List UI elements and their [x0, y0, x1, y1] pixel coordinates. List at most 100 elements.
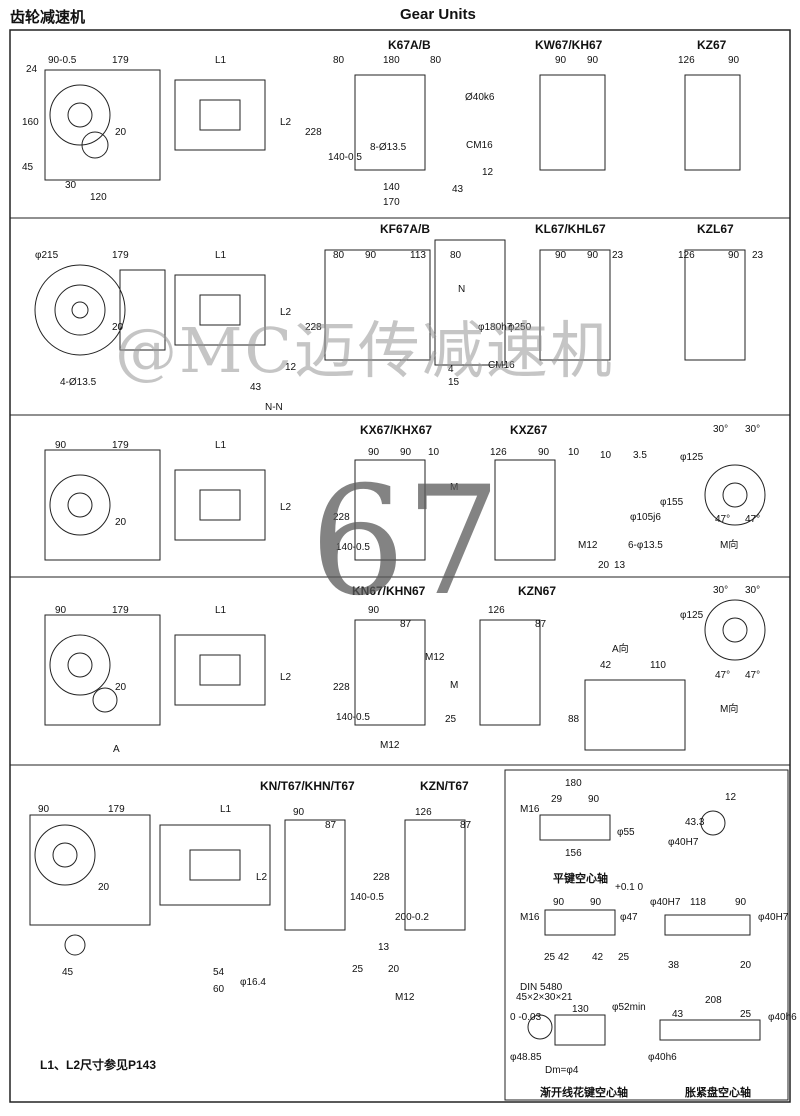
dim-label: 42	[592, 952, 604, 963]
page-title-en: Gear Units	[400, 6, 476, 23]
model-title: KN/T67/KHN/T67	[260, 779, 355, 793]
watermark: @MC迈传减速机	[115, 314, 614, 387]
dim-label: 47°	[715, 670, 730, 681]
dim-label: 23	[612, 250, 624, 261]
dim-label: CM16	[488, 360, 515, 371]
dim-label: M12	[425, 652, 445, 663]
dim-label: +0.1 0	[615, 882, 644, 893]
dim-label: 90	[55, 605, 67, 616]
dim-label: M16	[520, 804, 540, 815]
dim-label: 42	[600, 660, 612, 671]
dim-label: L1	[220, 804, 232, 815]
dim-label: 90	[400, 447, 412, 458]
dim-label: 90	[365, 250, 377, 261]
dim-label: 170	[383, 197, 400, 208]
dim-label: 30°	[745, 424, 760, 435]
dim-label: L2	[280, 502, 292, 513]
dim-label: 90	[590, 897, 602, 908]
dim-label: 87	[325, 820, 337, 831]
model-title: K67A/B	[388, 38, 431, 52]
dim-label: L1	[215, 605, 227, 616]
dim-label: 12	[725, 792, 737, 803]
dim-label: 10	[428, 447, 440, 458]
dim-label: 87	[535, 619, 547, 630]
dim-label: Ø40k6	[465, 92, 495, 103]
hollow-shaft-box	[504, 769, 789, 1101]
dim-label: 140-0.5	[350, 892, 384, 903]
dim-label: 80	[450, 250, 462, 261]
dim-label: 60	[213, 984, 225, 995]
dim-label: 25	[352, 964, 364, 975]
dim-label: 200-0.2	[395, 912, 429, 923]
dim-label: 179	[112, 55, 129, 66]
dim-label: 47°	[745, 514, 760, 525]
dim-label: 126	[488, 605, 505, 616]
dim-label: 90	[555, 250, 567, 261]
dim-label: Dm=φ4	[545, 1065, 579, 1076]
gear-unit-side-view	[44, 614, 266, 726]
model-title: KZL67	[697, 222, 734, 236]
dim-label: 20	[740, 960, 752, 971]
dim-label: L2	[256, 872, 268, 883]
dim-label: φ40H7	[758, 912, 789, 923]
dim-label: 126	[490, 447, 507, 458]
dim-label: 20	[98, 882, 110, 893]
dim-label: 23	[752, 250, 764, 261]
dim-label: 20	[598, 560, 610, 571]
dim-label: φ48.85	[510, 1052, 542, 1063]
dim-label: 179	[108, 804, 125, 815]
dim-label: 140-0.5	[336, 542, 370, 553]
hollow-shaft-drawings	[527, 810, 761, 1046]
dim-label: 87	[460, 820, 472, 831]
dim-label: φ180h7	[478, 322, 513, 333]
dim-label: 130	[572, 1004, 589, 1015]
dim-label: A	[113, 744, 120, 755]
dim-label: M12	[380, 740, 400, 751]
dim-label: 90	[735, 897, 747, 908]
dim-label: 179	[112, 250, 129, 261]
dim-label: φ40H7	[668, 837, 699, 848]
dim-label: 228	[305, 322, 322, 333]
dim-label: L1	[215, 250, 227, 261]
gear-unit-side-view	[44, 449, 266, 561]
dim-label: 38	[668, 960, 680, 971]
dim-label: 140	[383, 182, 400, 193]
dim-label: M	[450, 482, 458, 493]
dim-label: N	[458, 284, 465, 295]
dim-label: 12	[285, 362, 297, 373]
gear-unit-side-view	[29, 814, 271, 956]
dim-label: 10	[600, 450, 612, 461]
dim-label: φ250	[508, 322, 532, 333]
dim-label: 90	[38, 804, 50, 815]
dim-label: φ40h6	[768, 1012, 797, 1023]
dim-label: 20	[115, 682, 127, 693]
dim-label: A向	[612, 642, 629, 655]
dim-label: M16	[520, 912, 540, 923]
dim-label: 54	[213, 967, 225, 978]
dim-label: 13	[614, 560, 626, 571]
dim-label: 4	[448, 364, 454, 375]
dim-label: 20	[112, 322, 124, 333]
dim-label: 228	[373, 872, 390, 883]
dim-label: φ47	[620, 912, 638, 923]
dim-label: 45	[62, 967, 74, 978]
dim-label: 25	[445, 714, 457, 725]
dim-label: 156	[565, 848, 582, 859]
dim-label: 90	[728, 55, 740, 66]
dim-label: M12	[578, 540, 598, 551]
dim-label: 228	[333, 512, 350, 523]
dim-label: 13	[378, 942, 390, 953]
model-title: KZN/T67	[420, 779, 469, 793]
dim-label: 6-φ13.5	[628, 540, 663, 551]
dim-label: φ125	[680, 452, 704, 463]
footnote: L1、L2尺寸参见P143	[40, 1058, 157, 1072]
dim-label: 110	[650, 660, 666, 671]
dim-label: 90	[538, 447, 550, 458]
page-title-cn: 齿轮减速机	[10, 9, 86, 26]
dim-label: 43	[452, 184, 464, 195]
dim-label: 180	[565, 778, 582, 789]
dim-label: L1	[215, 440, 227, 451]
dim-label: φ55	[617, 827, 635, 838]
dim-label: 45	[22, 162, 34, 173]
dim-label: 179	[112, 605, 129, 616]
